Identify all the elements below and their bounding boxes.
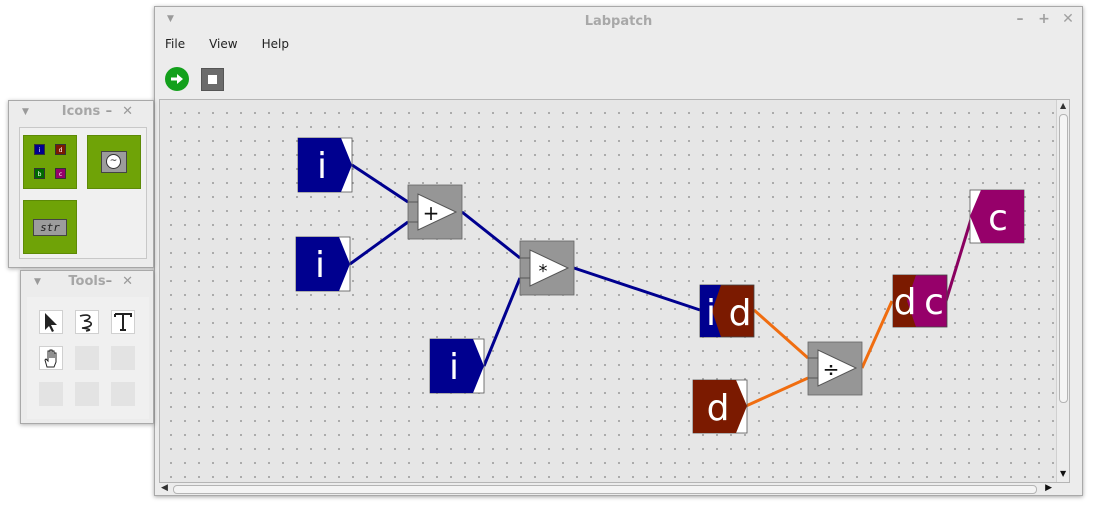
node-label: d — [707, 388, 730, 429]
operator-symbol: + — [423, 201, 440, 225]
char-indicator-node[interactable]: c — [969, 189, 1025, 244]
wire-i2-add[interactable] — [349, 220, 409, 266]
timer-icon: ~ — [101, 151, 127, 173]
node-label-in: i — [706, 293, 716, 334]
horizontal-scrollbar[interactable]: ◀ ▶ — [159, 483, 1070, 495]
text-tool[interactable] — [111, 310, 135, 334]
double-to-char-node[interactable]: d c — [892, 274, 948, 328]
multiply-operator-node[interactable]: * — [519, 240, 575, 296]
palette-minimize-button[interactable]: – — [105, 274, 123, 289]
vertical-scrollbar[interactable]: ▲ ▼ — [1056, 100, 1069, 482]
tools-palette-title-bar[interactable]: ▼ Tools –✕ — [21, 271, 153, 293]
scroll-down-icon[interactable]: ▼ — [1060, 469, 1067, 478]
node-label: c — [988, 198, 1008, 239]
tools-palette: ▼ Tools –✕ — [20, 270, 154, 424]
run-button[interactable] — [165, 67, 189, 91]
run-icon — [171, 74, 183, 84]
palette-title: Icons — [61, 104, 101, 119]
toolbar — [165, 66, 224, 92]
title-bar[interactable]: ▼ Labpatch – + ✕ — [155, 7, 1082, 35]
scroll-up-icon[interactable]: ▲ — [1060, 101, 1067, 110]
node-label: i — [449, 347, 459, 388]
int-constant-node[interactable]: i — [429, 338, 485, 394]
arrow-tool-icon — [45, 313, 57, 332]
type-constants-tile[interactable]: i d b c — [23, 135, 77, 189]
stop-button[interactable] — [201, 67, 224, 91]
wire-div-dc[interactable] — [860, 300, 894, 369]
palette-close-button[interactable]: ✕ — [122, 104, 143, 119]
wire-dc-c1[interactable] — [944, 215, 974, 302]
wire-i1-add[interactable] — [351, 163, 409, 204]
divide-operator-node[interactable]: ÷ — [807, 341, 863, 396]
palette-title: Tools — [68, 274, 106, 289]
window-menu-icon[interactable]: ▼ — [167, 14, 174, 24]
hand-tool[interactable] — [39, 346, 63, 370]
hand-tool-icon — [44, 349, 57, 368]
int-to-double-node[interactable]: i d — [699, 284, 755, 338]
string-const-tile[interactable]: str — [23, 200, 77, 254]
wire-tool-icon — [79, 314, 93, 332]
empty-tool-slot — [39, 382, 63, 406]
icons-palette-body: i d b c ~ str — [19, 127, 147, 259]
menu-file[interactable]: File — [165, 37, 186, 51]
arrow-tool[interactable] — [39, 310, 63, 334]
window-title: Labpatch — [584, 13, 653, 29]
node-label-out: c — [924, 282, 944, 323]
vertical-scroll-thumb[interactable] — [1059, 114, 1068, 403]
wire-id-div[interactable] — [753, 308, 809, 360]
string-icon: str — [33, 219, 67, 236]
palette-close-button[interactable]: ✕ — [122, 274, 143, 289]
palette-menu-icon[interactable]: ▼ — [34, 277, 41, 287]
diagram-canvas[interactable]: i i i + — [159, 99, 1070, 483]
node-label-in: d — [894, 282, 917, 323]
wire-d1-div[interactable] — [745, 376, 809, 408]
wire-add-mul[interactable] — [461, 210, 521, 260]
node-label-out: d — [729, 293, 752, 334]
icons-palette: ▼ Icons –✕ i d b c ~ str — [8, 100, 154, 268]
scroll-left-icon[interactable]: ◀ — [161, 483, 168, 493]
palette-minimize-button[interactable]: – — [105, 104, 123, 119]
wire-mul-id[interactable] — [573, 266, 701, 312]
close-button[interactable]: ✕ — [1062, 11, 1074, 27]
main-window: ▼ Labpatch – + ✕ File View Help — [154, 6, 1083, 496]
operator-symbol: ÷ — [823, 357, 840, 381]
palette-menu-icon[interactable]: ▼ — [22, 107, 29, 117]
double-mini-icon: d — [55, 144, 66, 155]
node-label: i — [315, 245, 325, 286]
minimize-button[interactable]: – — [1016, 11, 1024, 27]
menu-view[interactable]: View — [209, 37, 238, 51]
operator-symbol: * — [539, 261, 548, 282]
menu-help[interactable]: Help — [261, 37, 289, 51]
add-operator-node[interactable]: + — [407, 184, 463, 240]
double-constant-node[interactable]: d — [692, 379, 748, 434]
text-tool-icon — [114, 313, 132, 331]
node-label: i — [317, 146, 327, 187]
empty-tool-slot — [111, 382, 135, 406]
icons-palette-title-bar[interactable]: ▼ Icons –✕ — [9, 101, 153, 123]
stop-icon — [208, 74, 217, 84]
empty-tool-slot — [75, 382, 99, 406]
wire-i3-mul[interactable] — [482, 277, 522, 367]
timer-tile[interactable]: ~ — [87, 135, 141, 189]
maximize-button[interactable]: + — [1038, 11, 1050, 27]
horizontal-scroll-thumb[interactable] — [173, 485, 1037, 494]
int-constant-node[interactable]: i — [295, 236, 351, 292]
tools-palette-body — [27, 297, 149, 419]
empty-tool-slot — [111, 346, 135, 370]
empty-tool-slot — [75, 346, 99, 370]
int-constant-node[interactable]: i — [297, 137, 353, 193]
wire-tool[interactable] — [75, 310, 99, 334]
scroll-right-icon[interactable]: ▶ — [1045, 483, 1052, 493]
menu-bar: File View Help — [163, 37, 291, 57]
bool-mini-icon: b — [34, 168, 45, 179]
char-mini-icon: c — [55, 168, 66, 179]
int-mini-icon: i — [34, 144, 45, 155]
